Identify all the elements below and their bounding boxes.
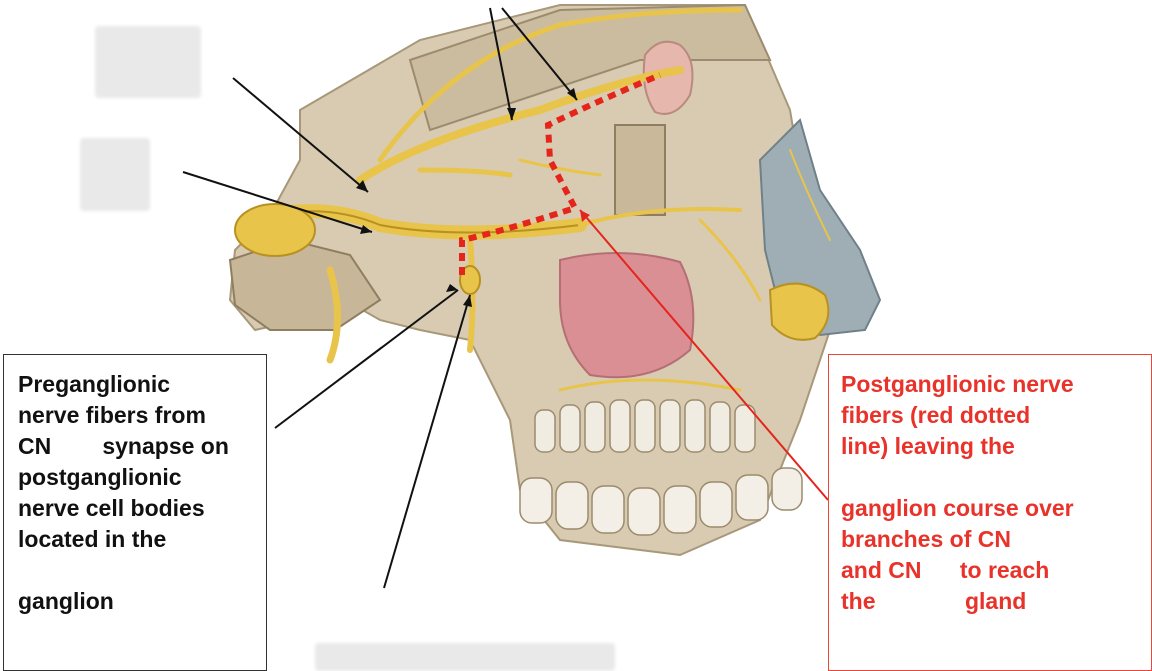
right-label-spacer (841, 462, 1151, 493)
postganglionic-label-box: Postganglionic nerve fibers (red dotted … (828, 354, 1152, 671)
left-label-line-6: located in the (18, 524, 266, 555)
right-label-line-5: ganglion course over (841, 493, 1151, 524)
upper-teeth (535, 400, 755, 452)
preganglionic-label-box: Preganglionic nerve fibers from CN synap… (3, 354, 267, 671)
sphenoid-block (615, 125, 665, 215)
geniculate-ganglion (235, 204, 315, 256)
left-label-line-2: nerve fibers from (18, 400, 266, 431)
nasal-gland (770, 284, 828, 340)
left-label-line-3: CN synapse on (18, 431, 266, 462)
left-label-line-4: postganglionic (18, 462, 266, 493)
blank-label-middle (80, 138, 150, 211)
blank-label-top (95, 26, 201, 98)
blank-label-bottom (315, 643, 615, 671)
right-label-line-7: and CN to reach (841, 555, 1151, 586)
maxillary-sinus (560, 253, 693, 377)
left-label-spacer (18, 555, 266, 586)
left-label-line-8: ganglion (18, 586, 266, 617)
right-label-line-6: branches of CN (841, 524, 1151, 555)
left-label-line-5: nerve cell bodies (18, 493, 266, 524)
right-label-line-1: Postganglionic nerve (841, 369, 1151, 400)
right-label-line-8: the gland (841, 586, 1151, 617)
right-label-line-2: fibers (red dotted (841, 400, 1151, 431)
left-label-line-1: Preganglionic (18, 369, 266, 400)
right-label-line-3: line) leaving the (841, 431, 1151, 462)
